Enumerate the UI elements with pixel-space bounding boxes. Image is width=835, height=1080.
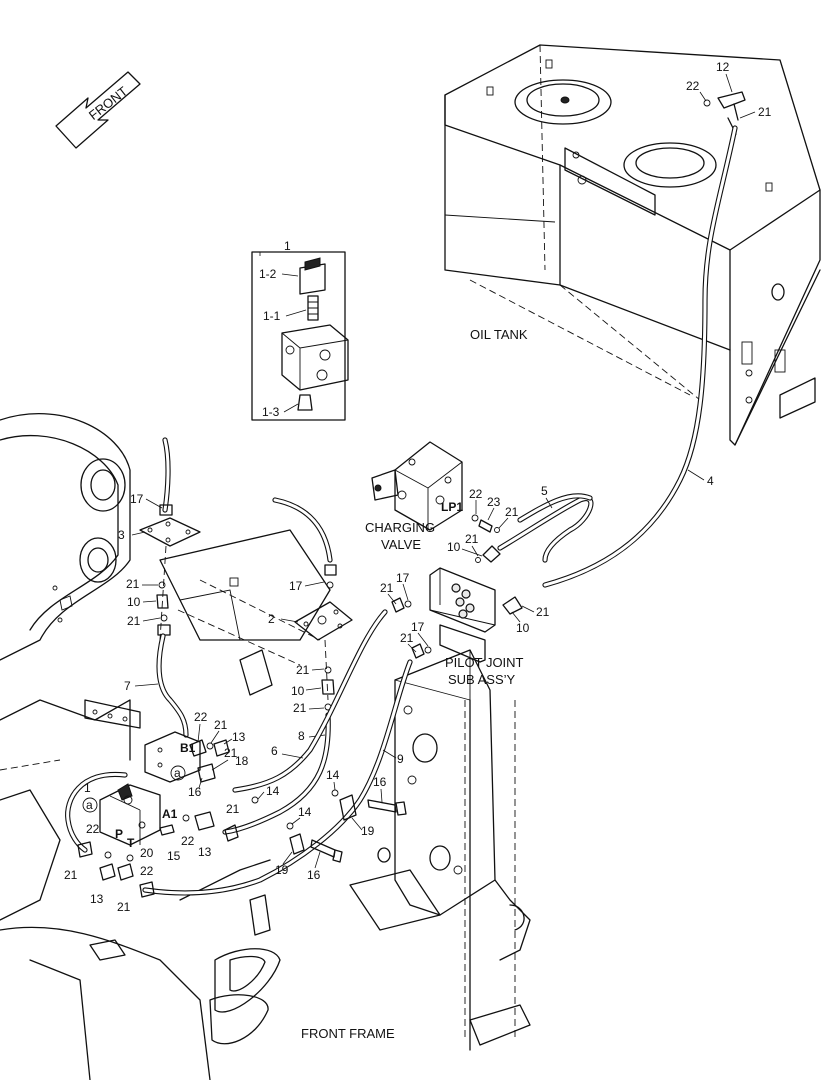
callout-v-21c: 21 — [226, 802, 240, 816]
callout-v-13c: 13 — [90, 892, 104, 906]
pilot-joint-caption-2: SUB ASS’Y — [448, 672, 516, 687]
callout-9: 9 — [397, 752, 404, 766]
callout-v-22c: 22 — [86, 822, 100, 836]
inset-solenoid-valve: 1 1-2 1-1 1-3 — [251, 239, 349, 421]
callout-v-22b: 22 — [181, 834, 195, 848]
clamp-parts: 14 16 14 19 19 16 — [275, 768, 407, 882]
callout-pj-21c: 21 — [536, 605, 550, 619]
callout-left-17: 17 — [130, 492, 144, 506]
hose-6: 6 — [232, 609, 388, 793]
plate-3-assembly: 17 3 21 10 21 — [118, 437, 201, 641]
callout-v-22a: 22 — [194, 710, 208, 724]
callout-v-18: 18 — [235, 754, 249, 768]
pilot-joint-caption-1: PILOT JOINT — [445, 655, 524, 670]
callout-cv-21b: 21 — [465, 532, 479, 546]
charging-valve: CHARGING VALVE LP1 — [365, 441, 463, 552]
callout-v-22d: 22 — [140, 864, 154, 878]
front-frame — [0, 412, 331, 1080]
callout-v-21d: 21 — [64, 868, 78, 882]
charging-valve-caption-1: CHARGING — [365, 520, 435, 535]
callout-22: 22 — [686, 79, 700, 93]
port-t: T — [127, 836, 135, 850]
inset-part-1-3: 1-3 — [262, 405, 280, 419]
callout-r-14a: 14 — [326, 768, 340, 782]
callout-mid-17: 17 — [289, 579, 303, 593]
callout-v-14a: 14 — [266, 784, 280, 798]
callout-r-19a: 19 — [361, 824, 375, 838]
oil-tank-caption: OIL TANK — [470, 327, 528, 342]
detail-marker-a1: a — [174, 766, 181, 780]
front-frame-caption: FRONT FRAME — [301, 1026, 395, 1041]
callout-mid-10: 10 — [291, 684, 305, 698]
solenoid-valve-1: a a B1 A1 P T — [82, 731, 201, 850]
callout-cv-21a: 21 — [505, 505, 519, 519]
callout-v-20: 20 — [140, 846, 154, 860]
callout-pj-21a: 21 — [380, 581, 394, 595]
callout-4: 4 — [707, 474, 714, 488]
callout-left-3: 3 — [118, 528, 125, 542]
valve-fittings: 22 21 13 21 18 16 14 1 21 22 13 15 20 22… — [64, 710, 280, 914]
port-a1: A1 — [162, 807, 178, 821]
callout-pj-21b: 21 — [400, 631, 414, 645]
tank-return-fitting: 12 22 21 — [686, 60, 772, 135]
detail-marker-a2: a — [86, 798, 93, 812]
hose-4: 4 — [542, 125, 738, 588]
port-lp1: LP1 — [441, 500, 463, 514]
plate-2-assembly: 17 2 21 10 21 — [177, 497, 353, 715]
hose-9: 9 — [142, 659, 413, 896]
callout-cv-22: 22 — [469, 487, 483, 501]
callout-r-14b: 14 — [298, 805, 312, 819]
callout-r-19b: 19 — [275, 863, 289, 877]
callout-mid-2: 2 — [268, 612, 275, 626]
callout-cv-23: 23 — [487, 495, 501, 509]
callout-v-16a: 16 — [188, 785, 202, 799]
hose-left-loop — [65, 771, 128, 853]
front-direction-arrow: FRONT — [55, 71, 141, 149]
callout-cv-10: 10 — [447, 540, 461, 554]
callout-left-10: 10 — [127, 595, 141, 609]
callout-v-1: 1 — [84, 781, 91, 795]
callout-left-21b: 21 — [127, 614, 141, 628]
callout-r-16b: 16 — [307, 868, 321, 882]
callout-mid-21a: 21 — [296, 663, 310, 677]
callout-5: 5 — [541, 484, 548, 498]
callout-v-15: 15 — [167, 849, 181, 863]
callout-v-21b: 21 — [224, 746, 238, 760]
callout-pj-17b: 17 — [411, 620, 425, 634]
callout-r-16: 16 — [373, 775, 387, 789]
callout-pj-10: 10 — [516, 621, 530, 635]
frame-column: FRONT FRAME — [301, 649, 531, 1051]
callout-v-21a: 21 — [214, 718, 228, 732]
hose-7: 7 — [124, 633, 189, 738]
callout-pj-17a: 17 — [396, 571, 410, 585]
inset-part-1-1: 1-1 — [263, 309, 281, 323]
hose-5: 5 — [497, 484, 594, 563]
callout-left-21a: 21 — [126, 577, 140, 591]
callout-12: 12 — [716, 60, 730, 74]
callout-21: 21 — [758, 105, 772, 119]
callout-v-21e: 21 — [117, 900, 131, 914]
charging-valve-fittings: 22 23 21 21 10 — [447, 487, 519, 563]
inset-part-1-2: 1-2 — [259, 267, 277, 281]
charging-valve-caption-2: VALVE — [381, 537, 421, 552]
callout-v-13a: 13 — [232, 730, 246, 744]
pilot-joint-sub-assy: PILOT JOINT SUB ASS’Y 21 17 21 17 21 10 — [380, 567, 550, 687]
port-p: P — [115, 827, 123, 841]
callout-6: 6 — [271, 744, 278, 758]
callout-8: 8 — [298, 729, 305, 743]
oil-tank: OIL TANK — [444, 44, 821, 446]
callout-v-13b: 13 — [198, 845, 212, 859]
callout-7: 7 — [124, 679, 131, 693]
inset-title: 1 — [284, 239, 291, 253]
callout-mid-21b: 21 — [293, 701, 307, 715]
